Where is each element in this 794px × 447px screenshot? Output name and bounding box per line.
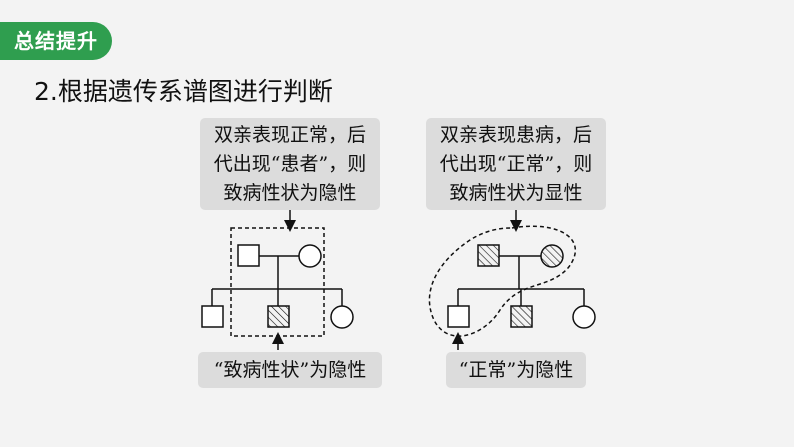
section-badge: 总结提升 <box>0 22 112 60</box>
right-child2-affected-male <box>510 305 533 328</box>
section-title: 2.根据遗传系谱图进行判断 <box>34 77 333 106</box>
right-conclusion-callout: 双亲表现患病，后 代出现“正常”，则 致病性状为显性 <box>426 118 606 210</box>
left-conclusion-callout: 双亲表现正常，后 代出现“患者”，则 致病性状为隐性 <box>200 118 380 210</box>
right-child3-normal-female <box>572 305 596 329</box>
left-child3-normal-female <box>330 305 354 329</box>
right-mother-affected-female <box>540 244 564 268</box>
right-pedigree <box>428 210 596 350</box>
right-note-callout: “正常”为隐性 <box>446 352 586 388</box>
left-child2-affected-male <box>267 305 290 328</box>
right-father-affected-male <box>477 244 500 267</box>
left-mother-normal-female <box>298 244 322 268</box>
right-focus-dashed-outline <box>428 225 576 337</box>
left-child1-normal-male <box>201 305 224 328</box>
left-note-callout: “致病性状”为隐性 <box>198 352 382 388</box>
right-child1-normal-male <box>447 305 470 328</box>
left-father-normal-male <box>237 244 260 267</box>
left-pedigree <box>201 210 354 350</box>
